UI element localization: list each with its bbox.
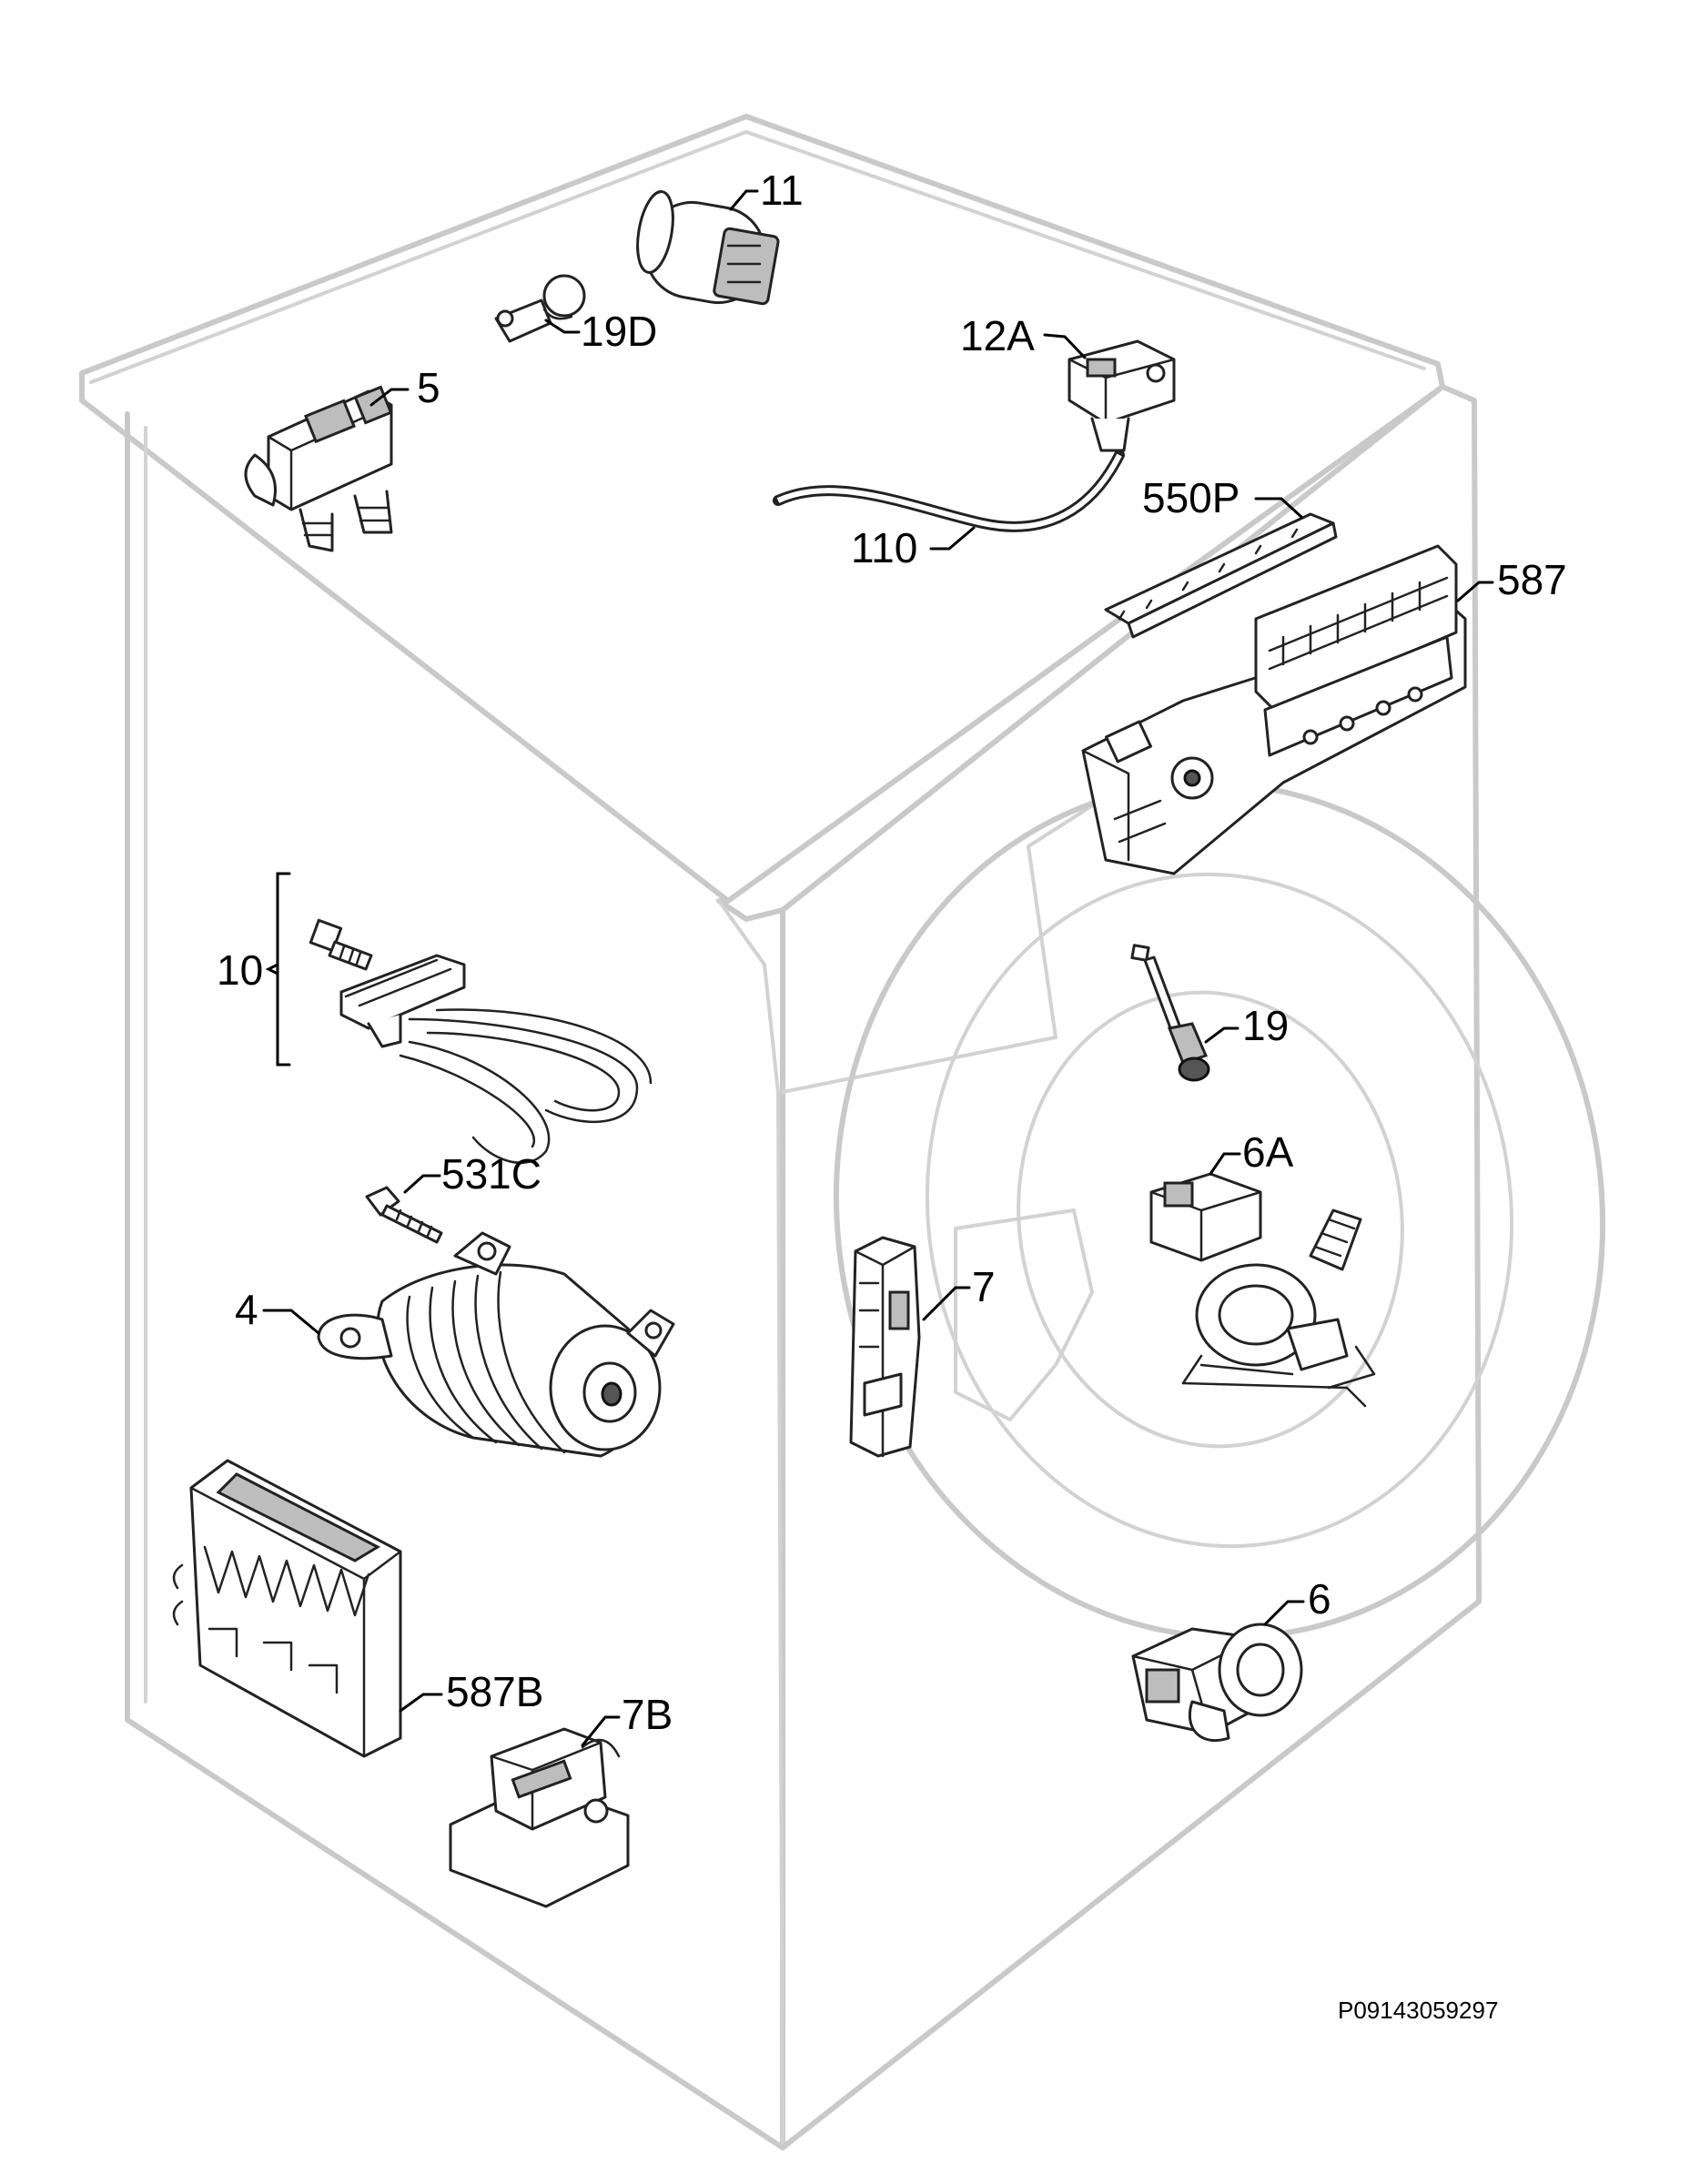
- callout-587: 587: [1497, 556, 1567, 603]
- leader-19: [1204, 1026, 1240, 1044]
- callout-587b: 587B: [446, 1668, 543, 1715]
- part-11-suppressor: [636, 190, 780, 306]
- figure-code: P09143059297: [1338, 1997, 1498, 2024]
- part-6a-pump: [1149, 1172, 1376, 1408]
- callout-10: 10: [217, 946, 263, 994]
- leader-5: [369, 388, 410, 407]
- leader-7: [922, 1286, 971, 1321]
- leader-11: [729, 189, 759, 211]
- part-10-heater-element: [339, 954, 653, 1165]
- callout-6: 6: [1308, 1575, 1331, 1623]
- callout-5: 5: [417, 364, 440, 411]
- leader-587: [1456, 581, 1494, 602]
- part-19-ntc-sensor: [1130, 944, 1210, 1082]
- callout-550p: 550P: [1142, 474, 1240, 521]
- part-7b-lock-bracket: [449, 1727, 630, 1908]
- leader-110: [929, 526, 976, 551]
- callout-12a: 12A: [960, 312, 1035, 359]
- part-587b-motor-board: [172, 1459, 402, 1758]
- callout-19d: 19D: [581, 308, 657, 355]
- part-6-drain-pump: [1131, 1623, 1303, 1743]
- part-7-door-lock: [849, 1236, 921, 1458]
- part-19d-sensor: [494, 274, 586, 343]
- leader-587b: [399, 1693, 443, 1713]
- callout-19: 19: [1242, 1002, 1289, 1049]
- bracket-10-tip: [265, 963, 279, 976]
- part-110-hose-inner: [776, 453, 1122, 530]
- leader-7b: [581, 1715, 621, 1747]
- callout-4: 4: [235, 1286, 258, 1333]
- washer-cabinet-outline: [79, 114, 1606, 2150]
- leader-12a: [1043, 333, 1087, 359]
- callout-11: 11: [760, 167, 804, 214]
- leader-6: [1263, 1600, 1305, 1626]
- part-10-heater-screw: [309, 918, 373, 971]
- bracket-10: [276, 872, 291, 1067]
- callout-7b: 7B: [622, 1691, 673, 1738]
- callout-110: 110: [851, 524, 917, 571]
- part-4-motor: [317, 1231, 675, 1458]
- part-12a-pressure-switch: [1068, 339, 1176, 452]
- callout-531c: 531C: [441, 1150, 541, 1198]
- callout-6a: 6A: [1242, 1128, 1294, 1176]
- leader-550p: [1254, 497, 1303, 519]
- leader-4: [262, 1309, 320, 1335]
- leader-19d: [544, 318, 581, 334]
- callout-7: 7: [972, 1263, 996, 1310]
- part-531c-screw: [365, 1186, 443, 1244]
- part-587-control-board: [1081, 544, 1467, 875]
- part-550p-display-strip: [1104, 512, 1338, 639]
- leader-531c: [403, 1174, 441, 1194]
- part-5-inlet-valve: [244, 385, 393, 552]
- leader-6a: [1209, 1152, 1241, 1176]
